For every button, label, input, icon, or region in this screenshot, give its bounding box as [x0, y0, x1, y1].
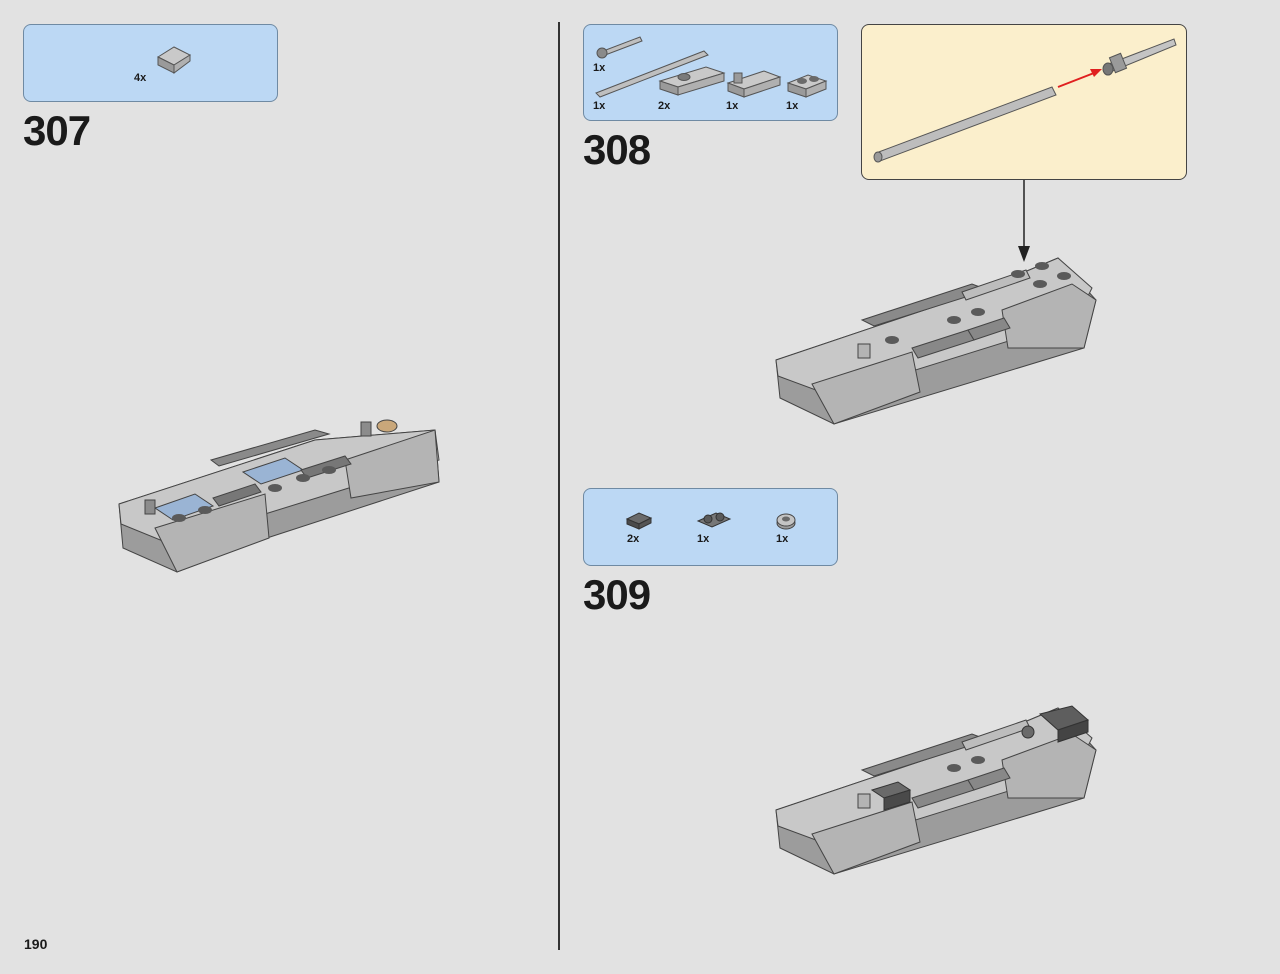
- clip-plate-icon: [726, 70, 782, 98]
- step-308-model-illustration: [775, 257, 1097, 425]
- step-307-parts-box: 4x: [23, 24, 278, 102]
- step-308-parts-box: 1x 1x 2x 1x 1x: [583, 24, 838, 121]
- step-number-307: 307: [23, 107, 91, 154]
- part-qty: 2x: [627, 533, 640, 545]
- page-number: 190: [24, 936, 48, 952]
- lightsaber-hilt-icon: [596, 36, 643, 59]
- step-number-308: 308: [583, 126, 651, 173]
- part-qty: 1x: [726, 100, 739, 112]
- step-307-model-illustration: [118, 419, 440, 573]
- step-309-parts-box: 2x 1x 1x: [583, 488, 838, 566]
- callout-pointer-arrow: [1018, 180, 1030, 262]
- clip-icon: [696, 512, 732, 528]
- part-qty: 2x: [658, 100, 671, 112]
- long-bar-icon: [595, 50, 709, 98]
- step-number-309: 309: [583, 571, 651, 618]
- part-qty: 1x: [593, 62, 606, 74]
- part-qty: 1x: [697, 533, 710, 545]
- part-qty: 1x: [786, 100, 799, 112]
- part-qty: 1x: [776, 533, 789, 545]
- sub-assembly-callout: [861, 24, 1187, 180]
- column-divider: [558, 22, 560, 950]
- part-qty: 4x: [134, 72, 147, 84]
- round-plate-icon: [776, 513, 796, 530]
- slope-tile-icon: [156, 46, 192, 74]
- bar-into-hilt-icon: [873, 38, 1177, 163]
- jumper-plate-icon: [658, 66, 726, 96]
- step-309-model-illustration: [775, 705, 1097, 875]
- stud-plate-icon: [786, 74, 828, 98]
- part-qty: 1x: [593, 100, 606, 112]
- dark-tile-icon: [625, 512, 653, 530]
